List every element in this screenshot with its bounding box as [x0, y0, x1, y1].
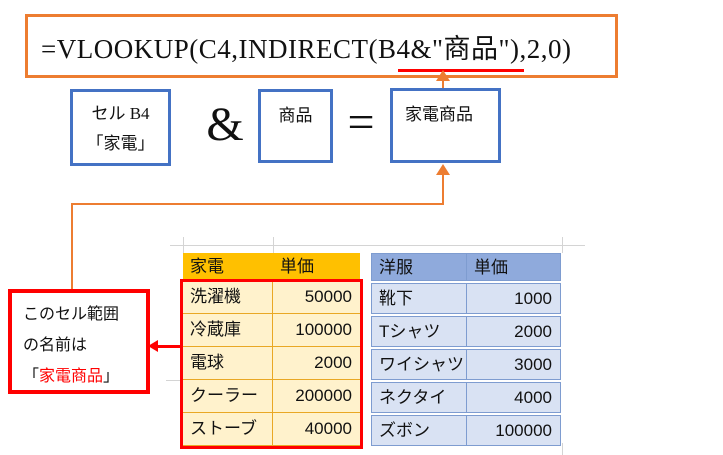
connector-horizontal — [71, 203, 444, 205]
suffix-label: 商品 — [278, 106, 313, 125]
table-cell: ワイシャツ — [379, 355, 464, 374]
table-cell: 2000 — [466, 317, 560, 346]
table-row: ワイシャツ 3000 — [371, 349, 561, 380]
gridline-tick — [183, 237, 184, 253]
yofuku-header-price: 単価 — [466, 254, 560, 280]
formula-highlight-underline — [398, 69, 524, 72]
connector-vertical-right — [442, 175, 444, 204]
callout-line3: 「家電商品」 — [23, 368, 120, 385]
suffix-box: 商品 — [258, 89, 333, 163]
table-row: 靴下 1000 — [371, 283, 561, 314]
table-cell: 洗濯機 — [183, 281, 273, 314]
kaden-table: 家電 単価 洗濯機 50000 冷蔵庫 100000 電球 2000 クーラー … — [183, 253, 360, 446]
gridline-tick — [273, 237, 274, 253]
cell-b4-value: 「家電」 — [86, 134, 155, 153]
table-cell: 1000 — [466, 284, 560, 313]
table-cell: 4000 — [466, 383, 560, 412]
range-name-callout: このセル範囲 の名前は 「家電商品」 — [8, 289, 150, 394]
table-cell: クーラー — [183, 380, 273, 413]
callout-line1: このセル範囲 — [23, 306, 120, 323]
table-row: ズボン 100000 — [371, 415, 561, 446]
arrow-up-to-formula-stem — [442, 80, 444, 89]
table-cell: ズボン — [379, 421, 430, 440]
table-cell: 200000 — [273, 380, 360, 413]
cell-b4-label: セル B4 — [91, 104, 150, 123]
formula-text: =VLOOKUP(C4,INDIRECT(B4&"商品"),2,0) — [41, 33, 572, 64]
table-cell: 冷蔵庫 — [183, 314, 273, 347]
gridline-tick — [562, 237, 563, 253]
callout-arrow-head-icon — [148, 340, 158, 352]
gridline-tick — [166, 380, 181, 381]
formula-box: =VLOOKUP(C4,INDIRECT(B4&"商品"),2,0) — [25, 14, 618, 78]
table-cell: 3000 — [466, 350, 560, 379]
table-cell: Tシャツ — [379, 322, 441, 341]
callout-line2: の名前は — [23, 337, 88, 354]
arrow-up-to-result-box-icon — [436, 164, 450, 175]
table-cell: 50000 — [273, 281, 360, 314]
kaden-header-name: 家電 — [183, 253, 273, 281]
gridline-tick — [562, 443, 563, 455]
table-row: Tシャツ 2000 — [371, 316, 561, 347]
callout-range-name: 家電商品 — [39, 368, 104, 385]
gridline-horizontal — [170, 245, 585, 246]
callout-arrow-line — [156, 345, 181, 348]
table-row: ネクタイ 4000 — [371, 382, 561, 413]
ampersand-operator: & — [206, 98, 244, 151]
yofuku-header-name: 洋服 — [379, 258, 413, 277]
table-header-row: 洋服 単価 — [371, 253, 561, 281]
table-cell: ネクタイ — [379, 388, 447, 407]
kaden-header-price: 単価 — [273, 253, 360, 281]
table-cell: 靴下 — [379, 289, 413, 308]
table-cell: ストーブ — [183, 413, 273, 446]
table-cell: 電球 — [183, 347, 273, 380]
table-cell: 2000 — [273, 347, 360, 380]
table-cell: 40000 — [273, 413, 360, 446]
result-name-box: 家電商品 — [390, 88, 501, 163]
table-cell: 100000 — [466, 416, 560, 445]
yofuku-table: 洋服 単価 靴下 1000 Tシャツ 2000 ワイシャツ 3000 ネクタイ … — [371, 253, 561, 446]
arrow-up-to-formula-icon — [436, 70, 450, 81]
table-cell: 100000 — [273, 314, 360, 347]
result-name-label: 家電商品 — [405, 105, 473, 124]
cell-b4-box: セル B4 「家電」 — [70, 89, 171, 166]
equals-operator: = — [347, 96, 375, 149]
connector-vertical-left — [71, 203, 73, 290]
